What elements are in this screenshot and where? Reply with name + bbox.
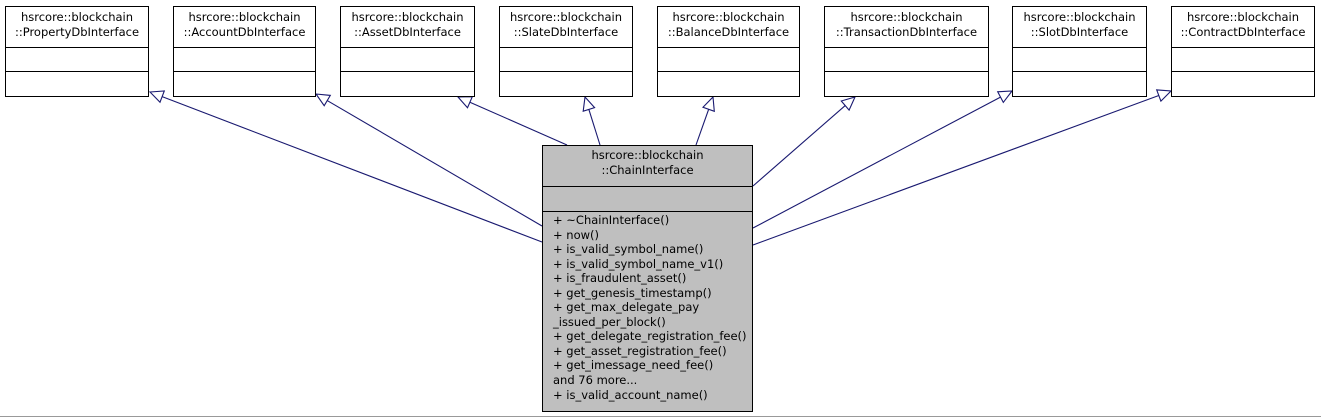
class-box-balance-db-interface[interactable]: hsrcore::blockchain ::BalanceDbInterface	[657, 6, 800, 97]
inheritance-edge-slate	[588, 109, 601, 146]
class-namespace: hsrcore::blockchain	[591, 148, 704, 162]
inheritance-edge-contract	[752, 94, 1159, 246]
method-item: + is_valid_symbol_name_v1()	[553, 256, 724, 271]
inheritance-arrowhead-balance	[702, 95, 715, 113]
method-item: and 76 more...	[553, 373, 638, 388]
class-name: hsrcore::blockchain ::TransactionDbInter…	[825, 7, 988, 47]
methods-section	[174, 71, 315, 96]
attributes-section	[1172, 47, 1314, 71]
method-item: + get_genesis_timestamp()	[553, 285, 712, 300]
class-title: ::ChainInterface	[601, 163, 694, 177]
class-name: hsrcore::blockchain ::SlotDbInterface	[1013, 7, 1146, 47]
inheritance-arrowhead-property	[148, 90, 166, 104]
methods-section	[341, 71, 474, 96]
class-namespace: hsrcore::blockchain	[1023, 10, 1136, 24]
class-namespace: hsrcore::blockchain	[672, 10, 785, 24]
class-namespace: hsrcore::blockchain	[20, 10, 134, 24]
class-name: hsrcore::blockchain ::ChainInterface	[543, 146, 752, 186]
methods-section: + ~ChainInterface()+ now()+ is_valid_sym…	[543, 211, 752, 402]
method-item: + get_delegate_registration_fee()	[553, 329, 747, 344]
inheritance-arrowhead-slate	[582, 95, 596, 112]
class-title: ::SlateDbInterface	[513, 25, 619, 39]
class-box-slate-db-interface[interactable]: hsrcore::blockchain ::SlateDbInterface	[499, 6, 633, 97]
inheritance-arrowhead-transaction	[840, 96, 856, 112]
methods-section	[658, 71, 799, 96]
inheritance-edge-property	[161, 96, 543, 243]
class-namespace: hsrcore::blockchain	[1186, 10, 1300, 24]
method-item: + is_valid_account_name()	[553, 387, 708, 402]
method-item: + get_imessage_need_fee()	[553, 358, 714, 373]
methods-section	[825, 71, 988, 96]
class-box-transaction-db-interface[interactable]: hsrcore::blockchain ::TransactionDbInter…	[824, 6, 989, 97]
class-namespace: hsrcore::blockchain	[509, 10, 623, 24]
attributes-section	[500, 47, 632, 71]
class-title: ::AccountDbInterface	[183, 25, 306, 39]
class-box-contract-db-interface[interactable]: hsrcore::blockchain ::ContractDbInterfac…	[1171, 6, 1315, 97]
class-title: ::PropertyDbInterface	[14, 25, 140, 39]
attributes-section	[6, 47, 148, 71]
class-title: ::BalanceDbInterface	[667, 25, 790, 39]
attributes-section	[174, 47, 315, 71]
methods-section	[1172, 71, 1314, 96]
class-name: hsrcore::blockchain ::SlateDbInterface	[500, 7, 632, 47]
bottom-rule	[0, 416, 1321, 417]
method-item: + is_valid_symbol_name()	[553, 242, 704, 257]
method-item: _issued_per_block()	[553, 314, 666, 329]
attributes-section	[825, 47, 988, 71]
inheritance-edge-asset	[469, 101, 568, 146]
inheritance-arrowhead-asset	[456, 96, 474, 109]
method-item: + now()	[553, 227, 599, 242]
class-title: ::SlotDbInterface	[1030, 25, 1129, 39]
class-namespace: hsrcore::blockchain	[188, 10, 301, 24]
class-namespace: hsrcore::blockchain	[351, 10, 464, 24]
inheritance-arrowhead-slot	[996, 90, 1014, 104]
class-name: hsrcore::blockchain ::AssetDbInterface	[341, 7, 474, 47]
class-title: ::TransactionDbInterface	[835, 25, 978, 39]
methods-section	[1013, 71, 1146, 96]
methods-section	[500, 71, 632, 96]
class-box-property-db-interface[interactable]: hsrcore::blockchain ::PropertyDbInterfac…	[5, 6, 149, 97]
inheritance-edge-transaction	[752, 105, 846, 187]
class-name: hsrcore::blockchain ::AccountDbInterface	[174, 7, 315, 47]
method-item: + is_fraudulent_asset()	[553, 271, 687, 286]
method-item: + get_asset_registration_fee()	[553, 343, 727, 358]
method-item: + get_max_delegate_pay	[553, 300, 700, 315]
attributes-section	[658, 47, 799, 71]
class-namespace: hsrcore::blockchain	[850, 10, 963, 24]
method-item: + ~ChainInterface()	[553, 213, 670, 227]
attributes-section	[341, 47, 474, 71]
class-box-chain-interface[interactable]: hsrcore::blockchain ::ChainInterface + ~…	[542, 145, 753, 412]
class-name: hsrcore::blockchain ::ContractDbInterfac…	[1172, 7, 1314, 47]
class-name: hsrcore::blockchain ::PropertyDbInterfac…	[6, 7, 148, 47]
inheritance-edge-slot	[752, 96, 1001, 229]
class-box-account-db-interface[interactable]: hsrcore::blockchain ::AccountDbInterface	[173, 6, 316, 97]
inheritance-arrowhead-account	[314, 93, 332, 107]
attributes-section	[1013, 47, 1146, 71]
inheritance-arrowhead-contract	[1155, 89, 1173, 103]
class-box-slot-db-interface[interactable]: hsrcore::blockchain ::SlotDbInterface	[1012, 6, 1147, 97]
class-title: ::AssetDbInterface	[354, 25, 461, 39]
class-title: ::ContractDbInterface	[1180, 25, 1306, 39]
class-box-asset-db-interface[interactable]: hsrcore::blockchain ::AssetDbInterface	[340, 6, 475, 97]
attributes-section	[543, 186, 752, 211]
class-name: hsrcore::blockchain ::BalanceDbInterface	[658, 7, 799, 47]
inheritance-edge-account	[326, 100, 543, 227]
methods-section	[6, 71, 148, 96]
inheritance-edge-balance	[695, 109, 710, 146]
